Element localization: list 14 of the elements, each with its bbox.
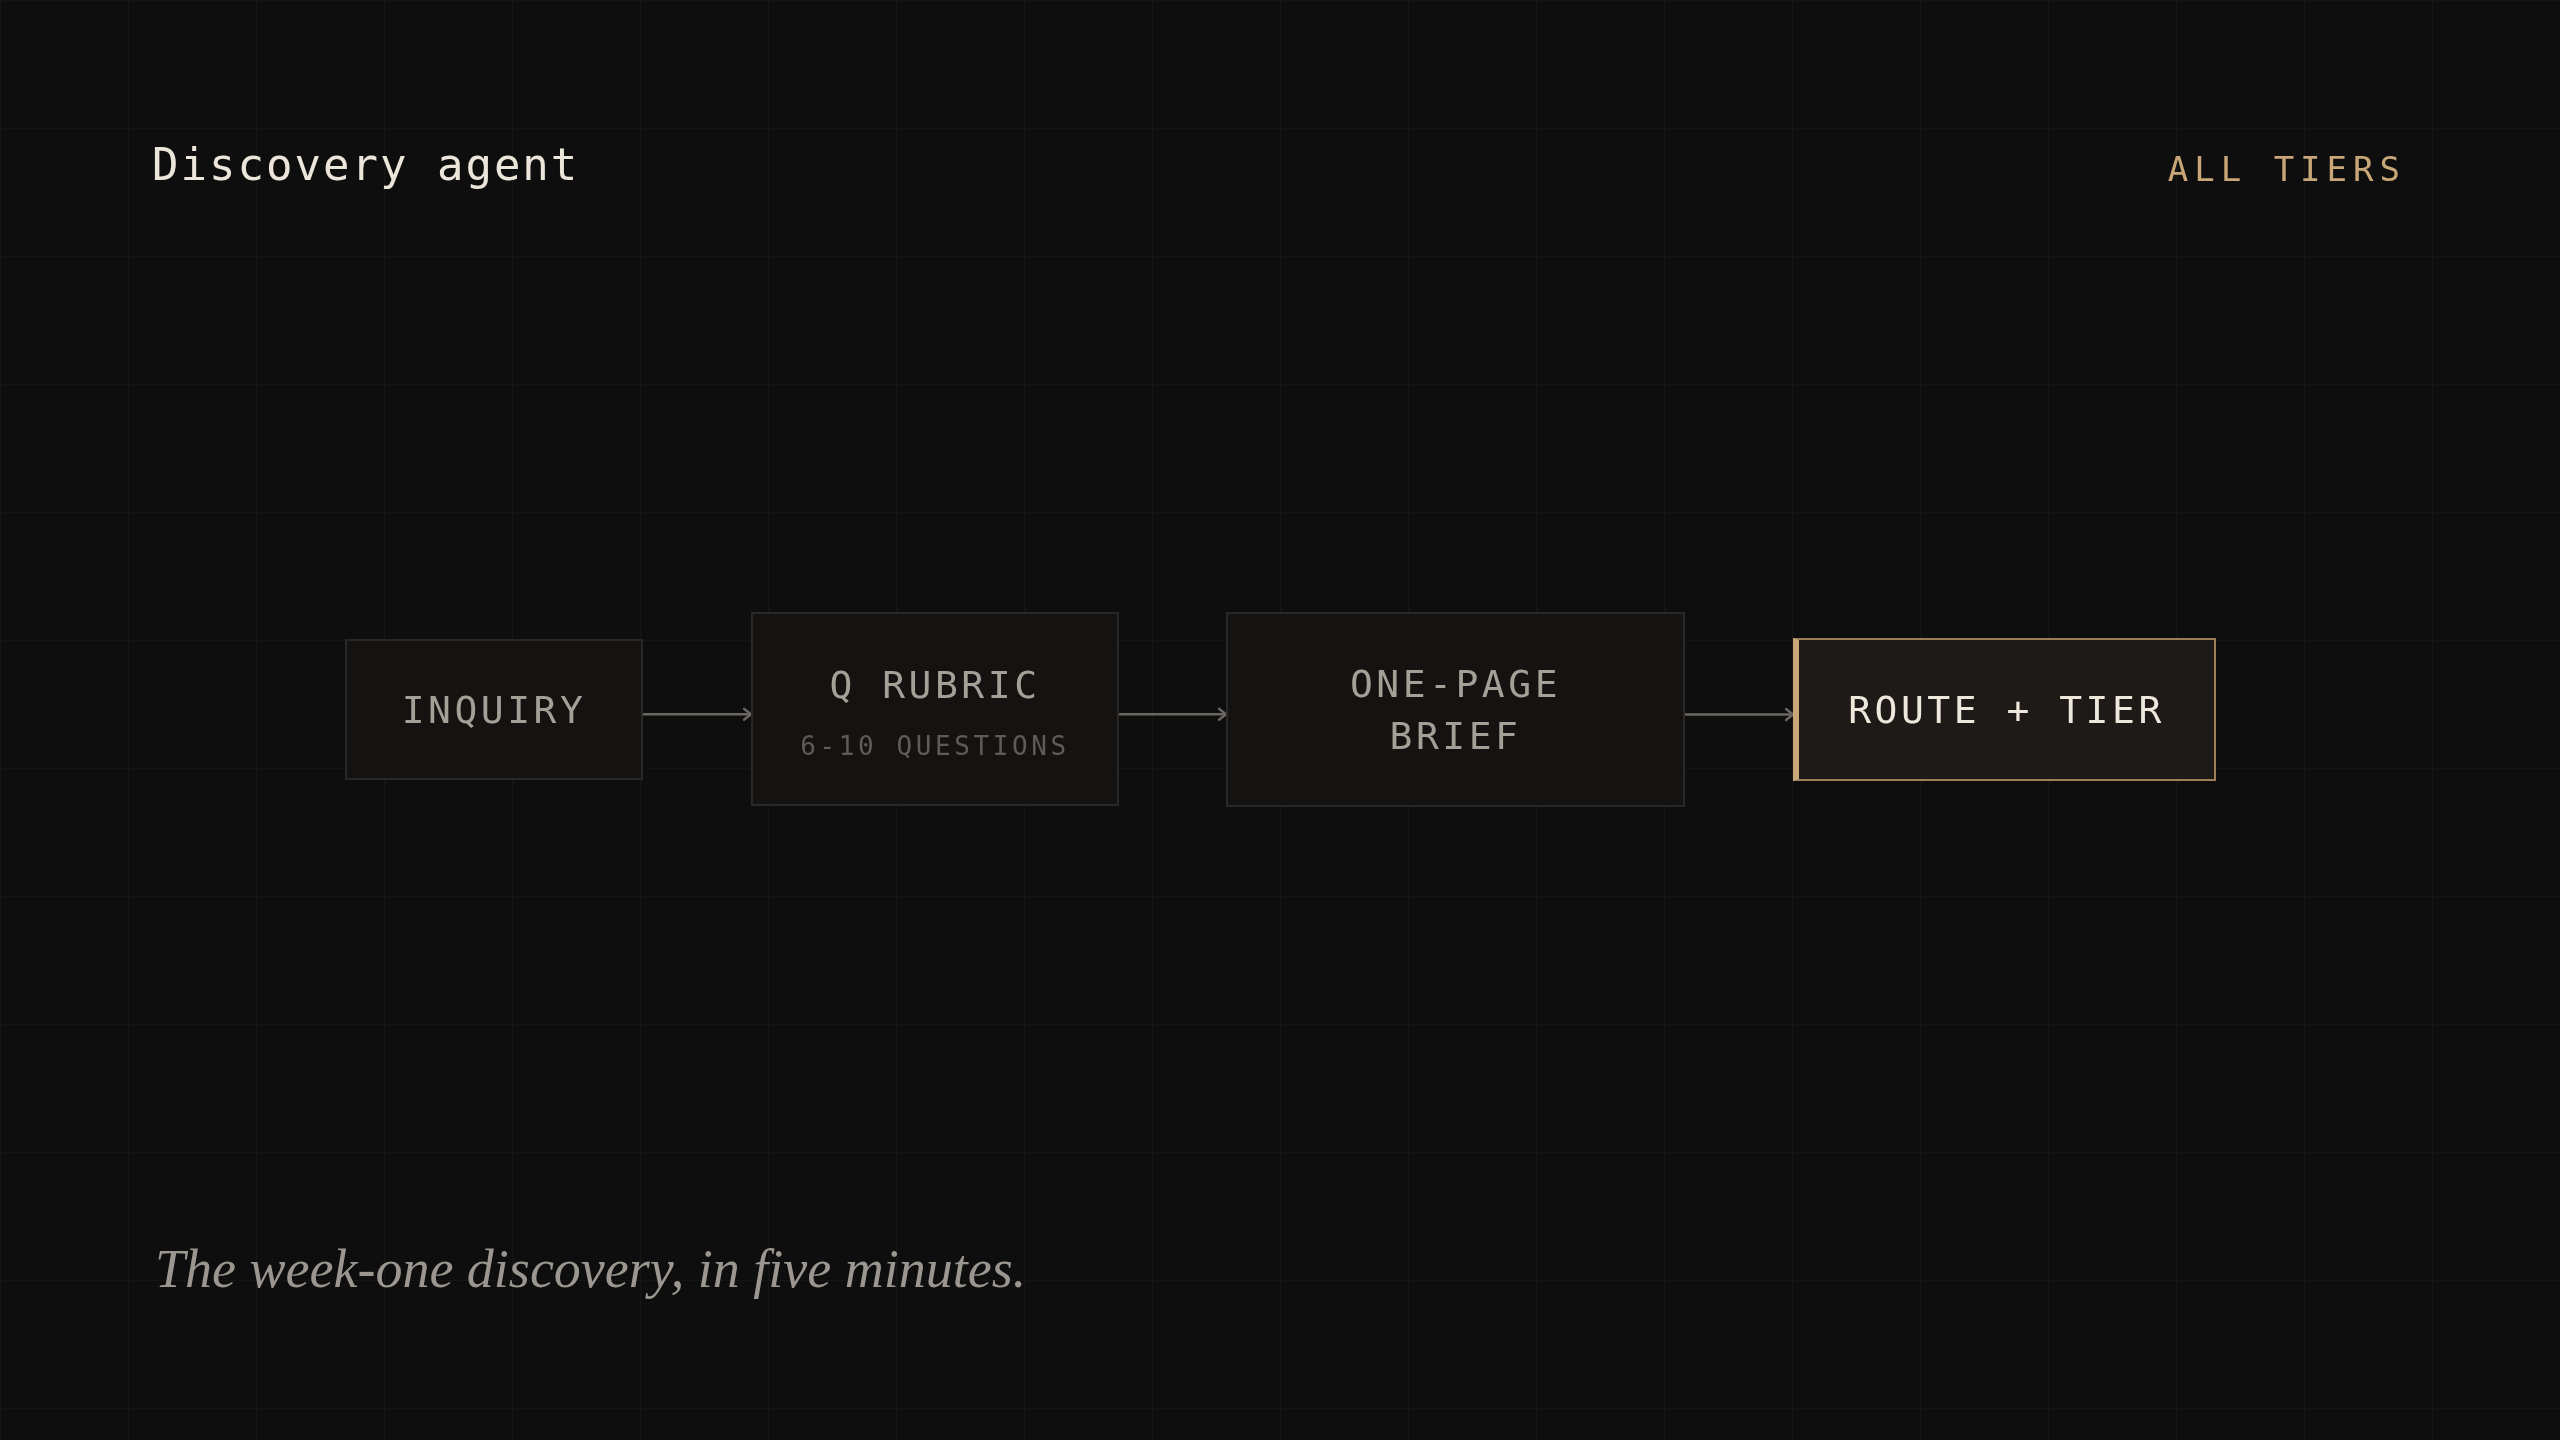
process-box — [751, 612, 1119, 806]
highlighted-box — [1793, 638, 2216, 781]
arrow — [643, 707, 753, 721]
box-label: ONE-PAGE BRIEF — [1349, 660, 1562, 760]
box-label: Q RUBRIC — [829, 662, 1041, 709]
arrow — [1119, 707, 1228, 721]
box-label: ROUTE + TIER — [1848, 686, 2165, 734]
process-box — [345, 639, 643, 780]
arrow — [1685, 707, 1795, 722]
box-sublabel: 6-10 QUESTIONS — [800, 733, 1070, 759]
diagram-title: Discovery agent — [152, 143, 580, 187]
process-box — [1226, 612, 1685, 807]
tier-label: ALL TIERS — [2167, 152, 2406, 186]
box-label: INQUIRY — [401, 686, 587, 734]
